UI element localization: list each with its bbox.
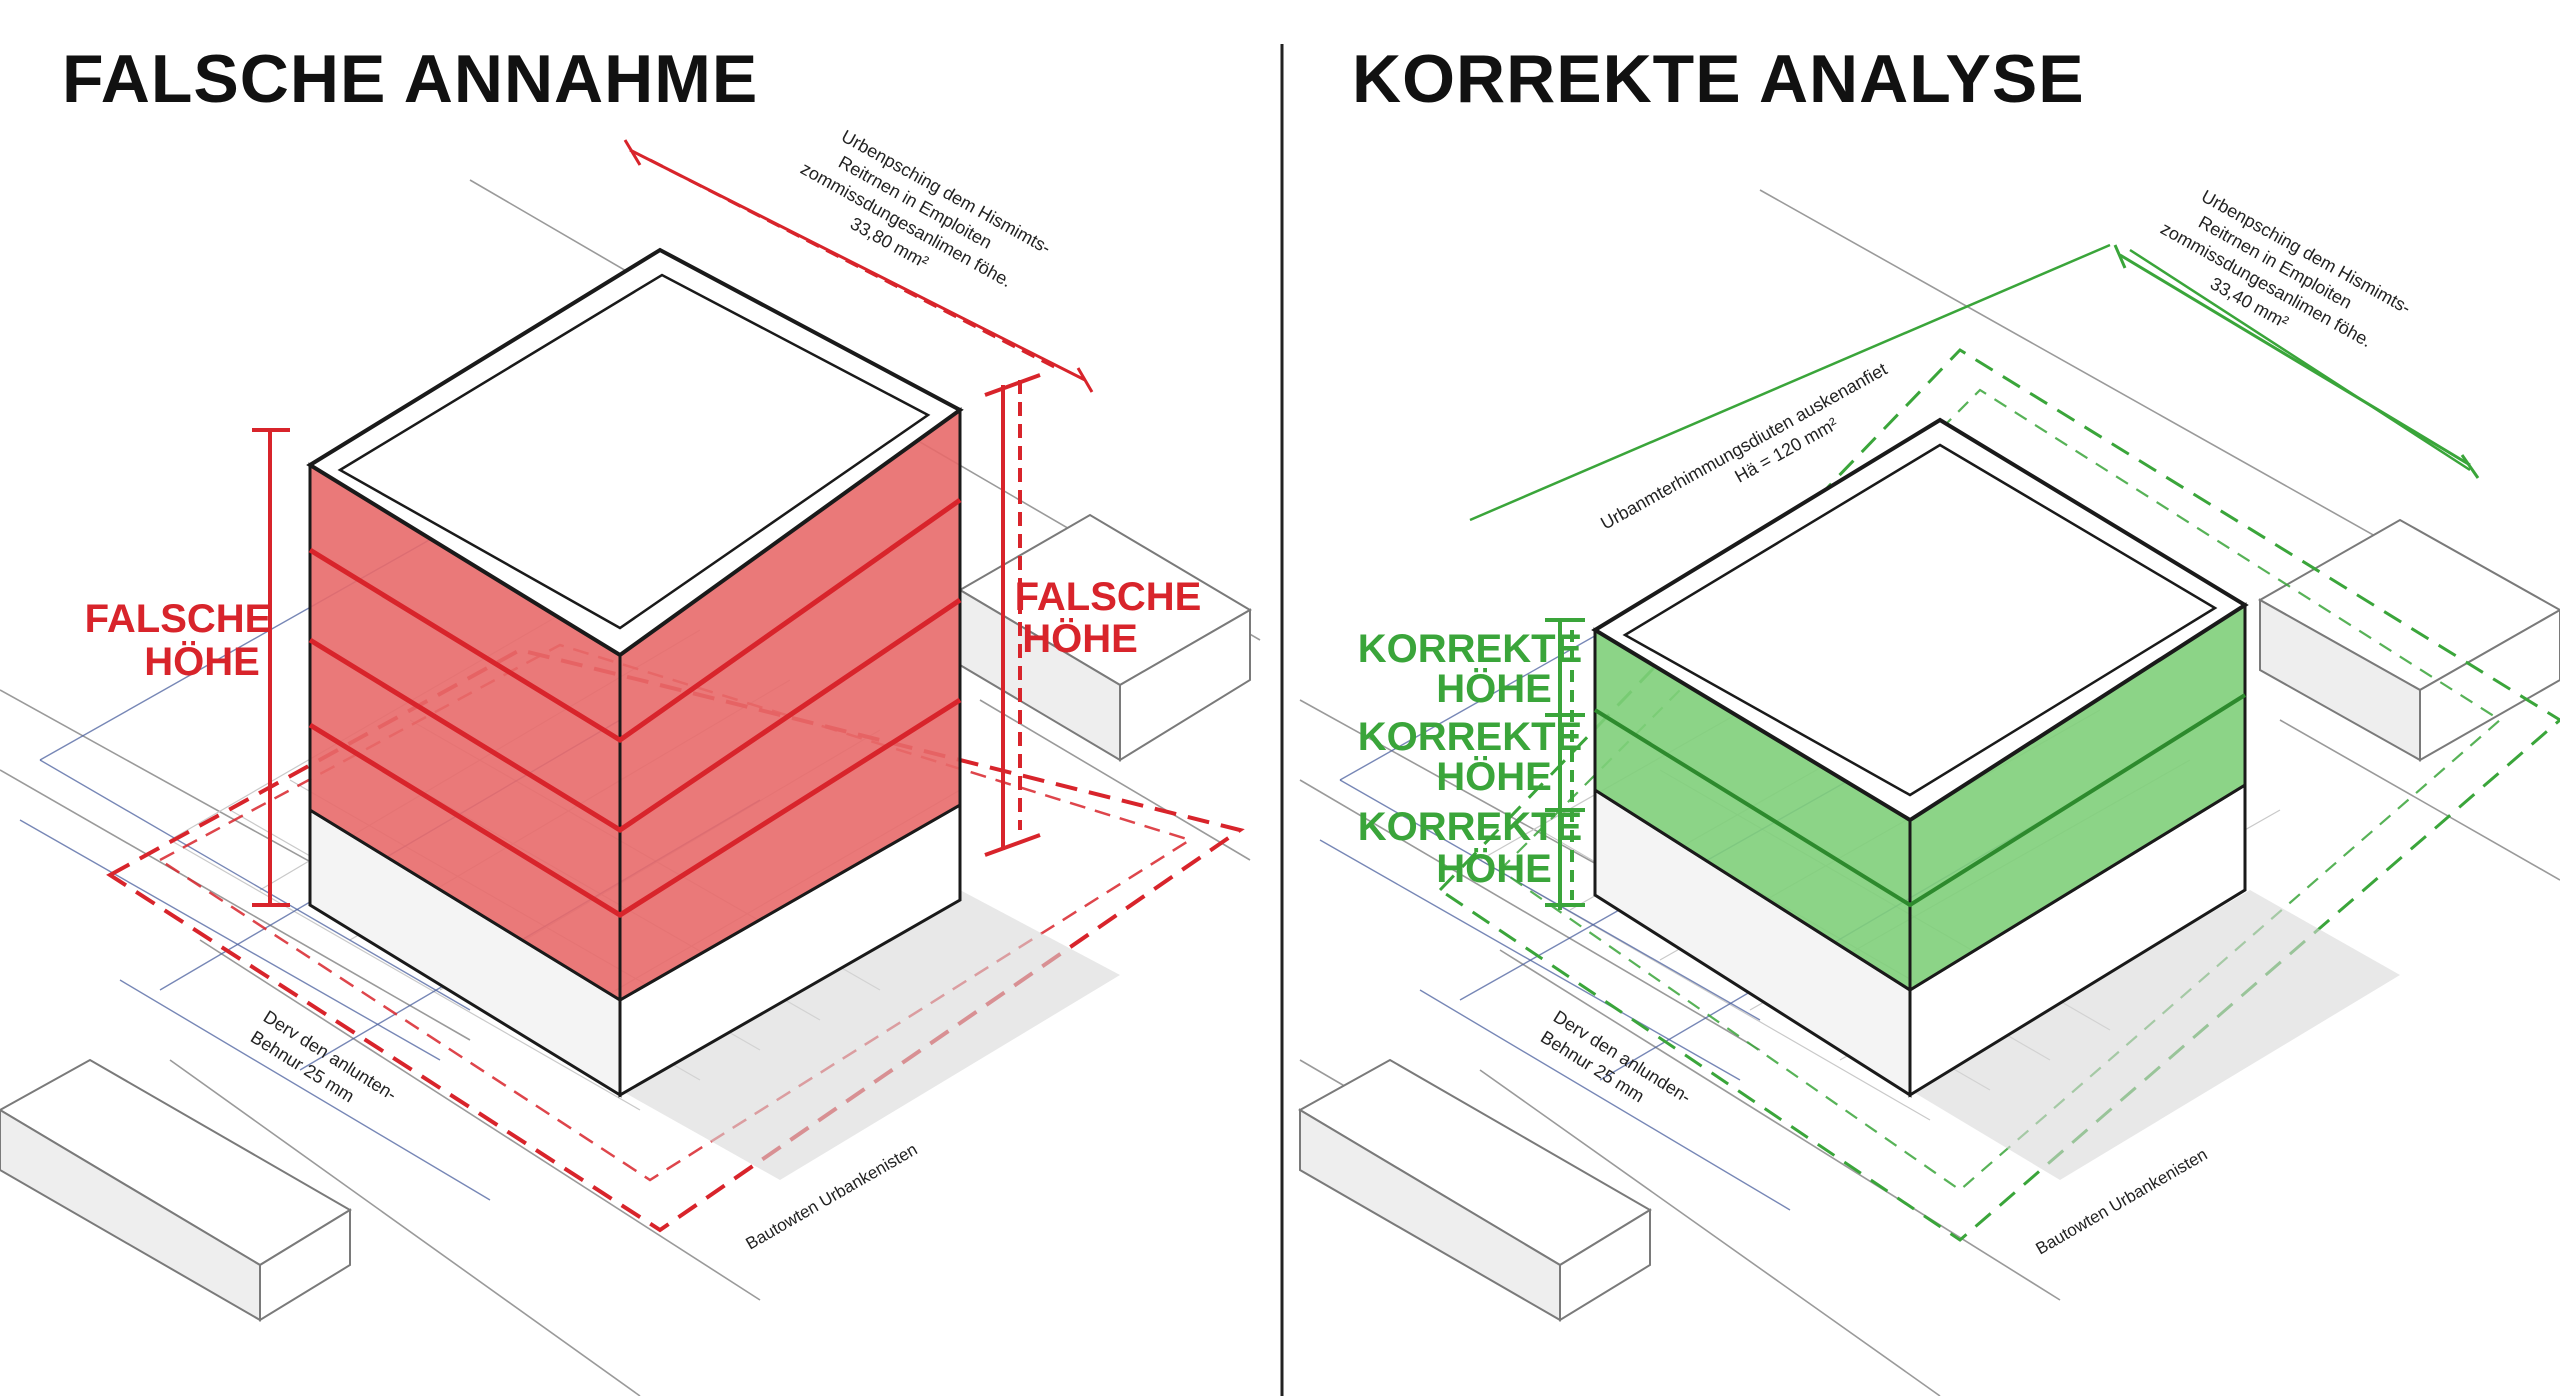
right-heading: KORREKTE ANALYSE (1352, 41, 2085, 117)
left-panel: FALSCHE ANNAHME FALSCHE HÖHE FALSCHE HÖH… (0, 41, 1261, 1396)
right-top-dimension (2113, 244, 2480, 479)
left-heading: FALSCHE ANNAHME (62, 41, 758, 117)
left-label-falsche: FALSCHE (85, 597, 272, 641)
left-context-building-bottom (0, 1058, 352, 1322)
left-label-hoehe: HÖHE (144, 639, 260, 684)
right-context-building-bottom (1297, 1058, 1652, 1322)
left-building (306, 247, 1120, 1180)
right-side-label-hoehe: HÖHE (1022, 616, 1138, 661)
right-label-2-korrekte: KORREKTE (1358, 715, 1582, 759)
right-context-building-right (2257, 518, 2560, 762)
right-height-markers (1545, 618, 1585, 910)
right-label-2-hoehe: HÖHE (1436, 754, 1552, 799)
right-panel: KORREKTE ANALYSE KORREKTE HÖHE KORREKTE … (1297, 41, 2560, 1396)
right-label-3-korrekte: KORREKTE (1358, 805, 1582, 849)
left-height-markers (252, 373, 1041, 907)
right-annotation-bottom: Derv den anlunden- Behnur 25 mm (1537, 1006, 1694, 1107)
left-context-building-right (958, 513, 1252, 762)
right-building (1591, 417, 2400, 1180)
left-annotation-top: Urbenpsching dem Hismimts- Reitrnen in E… (797, 126, 1054, 291)
right-label-1-hoehe: HÖHE (1436, 666, 1552, 711)
right-side-label-falsche: FALSCHE (1015, 575, 1202, 619)
right-label-3-hoehe: HÖHE (1436, 846, 1552, 891)
right-label-1-korrekte: KORREKTE (1358, 627, 1582, 671)
left-top-dimension (623, 139, 1094, 393)
